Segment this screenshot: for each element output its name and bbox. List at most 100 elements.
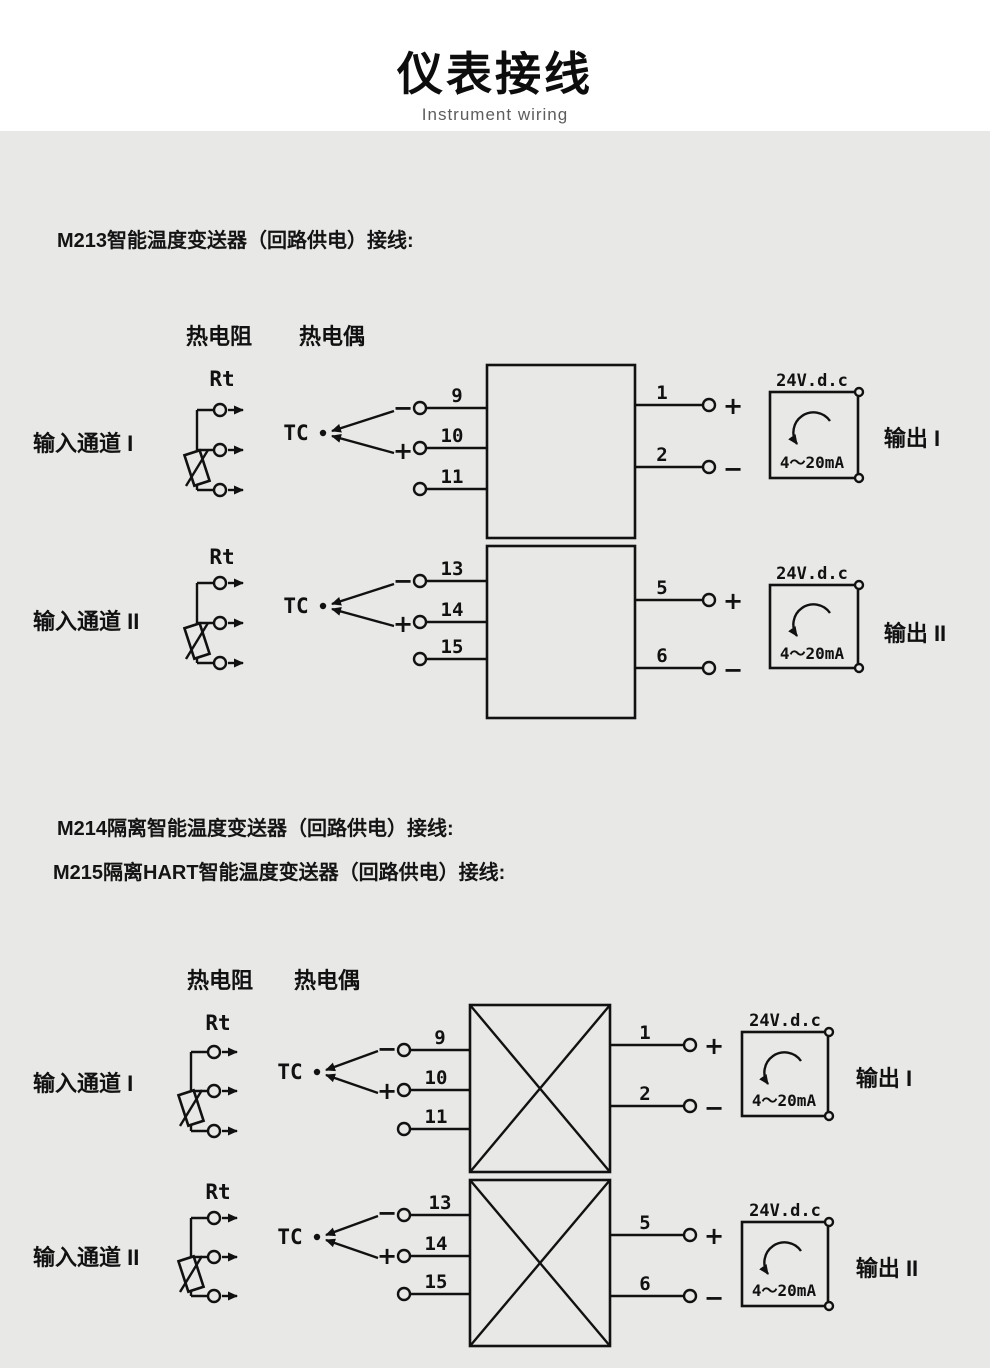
- tc-label: TC: [277, 1225, 302, 1249]
- tc-wire: [331, 607, 395, 628]
- ch1-tc-input: TC − + 9 10 11: [283, 385, 487, 497]
- isolation-diagonal: [469, 1004, 611, 1173]
- transmitter-body-lower: [485, 544, 637, 720]
- supply-label: 24V.d.c: [776, 371, 848, 391]
- terminal-circle: [412, 573, 428, 589]
- terminal-circle: [212, 655, 228, 671]
- terminal-circle: [396, 1207, 412, 1223]
- tc-node: [319, 602, 327, 610]
- terminal-circle: [701, 592, 717, 608]
- page-subtitle: Instrument wiring: [421, 105, 569, 124]
- terminal-11: 11: [425, 1106, 448, 1128]
- terminal-11: 11: [441, 466, 464, 488]
- terminal-5: 5: [656, 577, 667, 599]
- terminal-6: 6: [656, 645, 667, 667]
- section-heading-m215: M215隔离HART智能温度变送器（回路供电）接线:: [53, 862, 506, 884]
- terminal-circle: [212, 615, 228, 631]
- terminal-1: 1: [639, 1022, 650, 1044]
- terminal-circle: [701, 660, 717, 676]
- loop-arrow-icon: [759, 1241, 802, 1275]
- tc-wire: [331, 582, 395, 606]
- terminal-circle: [412, 614, 428, 630]
- ch2-tc-input: TC − + 13 14 15: [283, 558, 487, 667]
- rt-label: Rt: [209, 367, 234, 391]
- terminal-circle: [396, 1042, 412, 1058]
- plus-sign: +: [723, 392, 743, 420]
- tc-wire: [325, 1238, 379, 1260]
- tc-wire: [325, 1214, 379, 1237]
- terminal-circle: [212, 575, 228, 591]
- minus-sign: −: [393, 394, 413, 422]
- supply-box: [768, 390, 860, 480]
- isolated-transmitter-body-lower: [468, 1178, 612, 1348]
- supply-terminal: [853, 662, 865, 674]
- tc-wire: [331, 434, 395, 455]
- thermistor-strike: [178, 1255, 204, 1293]
- loop-current-label: 4～20mA: [780, 453, 845, 472]
- terminal-5: 5: [639, 1212, 650, 1234]
- supply-terminal: [853, 472, 865, 484]
- terminal-circle: [206, 1083, 222, 1099]
- terminal-10: 10: [441, 425, 464, 447]
- terminal-circle: [396, 1082, 412, 1098]
- output-2-label: 输出 II: [884, 621, 946, 646]
- thermistor-strike: [178, 1089, 204, 1127]
- rt-label: Rt: [209, 545, 234, 569]
- terminal-9: 9: [451, 385, 462, 407]
- input-channel-1-label: 输入通道 I: [33, 431, 133, 456]
- ch1-output: 1 + 2 −: [610, 1022, 724, 1122]
- terminal-circle: [682, 1037, 698, 1053]
- input-channel-1-label: 输入通道 I: [33, 1071, 133, 1096]
- rtd-column-label: 热电阻: [187, 968, 253, 993]
- loop-current-label: 4～20mA: [752, 1281, 817, 1300]
- tc-label: TC: [283, 421, 308, 445]
- terminal-circle: [396, 1248, 412, 1264]
- terminal-circle: [701, 459, 717, 475]
- terminal-circle: [212, 482, 228, 498]
- section-heading-m214: M214隔离智能温度变送器（回路供电）接线:: [57, 818, 454, 840]
- isolation-diagonal: [469, 1179, 611, 1347]
- terminal-circle: [396, 1286, 412, 1302]
- output-1-label: 输出 I: [884, 426, 940, 451]
- terminal-circle: [701, 397, 717, 413]
- minus-sign: −: [723, 455, 743, 483]
- supply-label: 24V.d.c: [749, 1201, 821, 1221]
- minus-sign: −: [377, 1199, 397, 1227]
- terminal-circle: [206, 1288, 222, 1304]
- plus-sign: +: [704, 1222, 724, 1250]
- input-channel-2-label: 输入通道 II: [33, 609, 139, 634]
- plus-sign: +: [393, 610, 413, 638]
- thermistor-strike: [184, 622, 210, 660]
- ch1-tc-input: TC − + 9 10 11: [277, 1027, 470, 1137]
- loop-arrow-icon: [788, 603, 831, 637]
- terminal-15: 15: [425, 1271, 448, 1293]
- input-channel-2-label: 输入通道 II: [33, 1245, 139, 1270]
- diagram-m213: 热电阻 热电偶 输入通道 I 输入通道 II Rt TC −: [33, 324, 946, 720]
- supply-terminal: [823, 1110, 835, 1122]
- terminal-circle: [212, 442, 228, 458]
- ch1-supply: 24V.d.c 4～20mA: [740, 1011, 835, 1122]
- tc-column-label: 热电偶: [299, 324, 365, 349]
- tc-node: [319, 429, 327, 437]
- ch1-supply: 24V.d.c 4～20mA: [768, 371, 865, 484]
- minus-sign: −: [704, 1094, 724, 1122]
- plus-sign: +: [393, 437, 413, 465]
- header: 仪表接线 Instrument wiring: [0, 0, 990, 131]
- tc-wire: [331, 409, 395, 433]
- ch1-rtd-symbol: Rt: [182, 367, 244, 498]
- rtd-column-label: 热电阻: [186, 324, 252, 349]
- transmitter-body-upper: [485, 363, 637, 540]
- terminal-circle: [206, 1123, 222, 1139]
- ch1-output: 1 + 2 −: [635, 382, 743, 483]
- tc-column-label: 热电偶: [294, 968, 360, 993]
- tc-node: [313, 1233, 321, 1241]
- tc-wire: [325, 1073, 379, 1095]
- tc-label: TC: [277, 1060, 302, 1084]
- ch2-rtd-symbol: Rt: [176, 1180, 238, 1304]
- terminal-circle: [412, 400, 428, 416]
- supply-terminal: [853, 579, 865, 591]
- ch1-rtd-symbol: Rt: [176, 1011, 238, 1139]
- terminal-10: 10: [425, 1067, 448, 1089]
- supply-box: [740, 1220, 830, 1308]
- loop-arrow-icon: [788, 411, 831, 445]
